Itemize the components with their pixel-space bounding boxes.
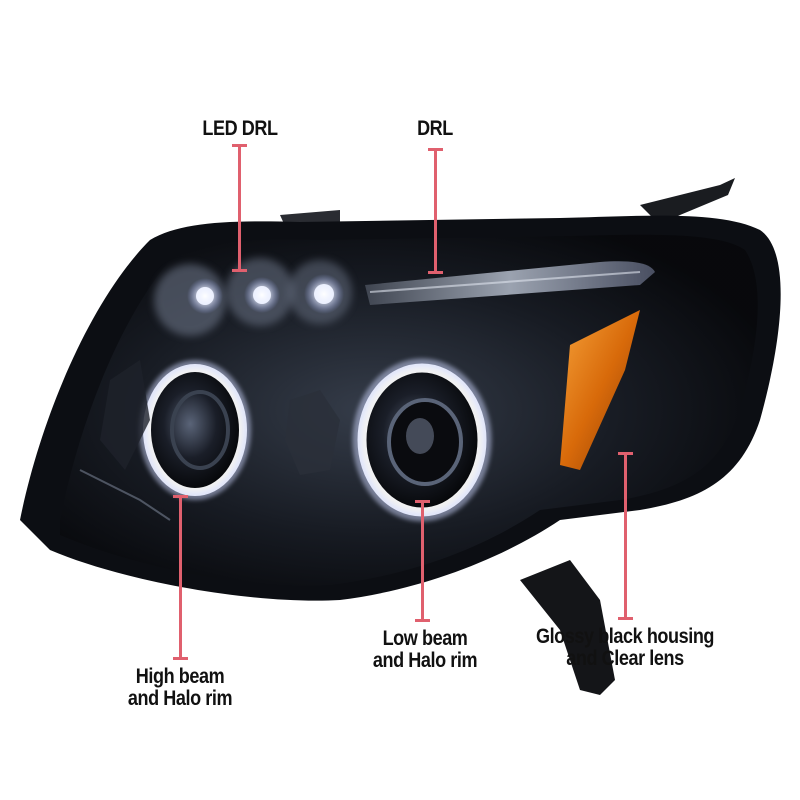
label-housing: Glossy black housing and Clear lens — [526, 626, 724, 670]
label-housing-line1: Glossy black housing — [535, 625, 715, 648]
label-led-drl-text: LED DRL — [202, 117, 278, 140]
label-high-beam: High beam and Halo rim — [107, 666, 253, 710]
label-low-beam: Low beam and Halo rim — [352, 628, 498, 672]
amber-marker — [560, 310, 640, 470]
label-housing-line2: and Clear lens — [566, 647, 684, 670]
drl-strip — [365, 261, 655, 305]
label-low-beam-line1: Low beam — [382, 627, 468, 650]
label-drl: DRL — [392, 118, 478, 140]
label-low-beam-line2: and Halo rim — [372, 649, 478, 672]
led-drl-cluster — [154, 258, 352, 336]
label-high-beam-line1: High beam — [135, 665, 225, 688]
mounting-bracket — [640, 178, 735, 225]
label-drl-text: DRL — [417, 117, 453, 140]
high-beam-projector — [139, 360, 251, 500]
low-beam-projector — [352, 358, 492, 522]
lower-bracket — [520, 560, 615, 695]
label-led-drl: LED DRL — [188, 118, 291, 140]
label-high-beam-line2: and Halo rim — [127, 687, 233, 710]
